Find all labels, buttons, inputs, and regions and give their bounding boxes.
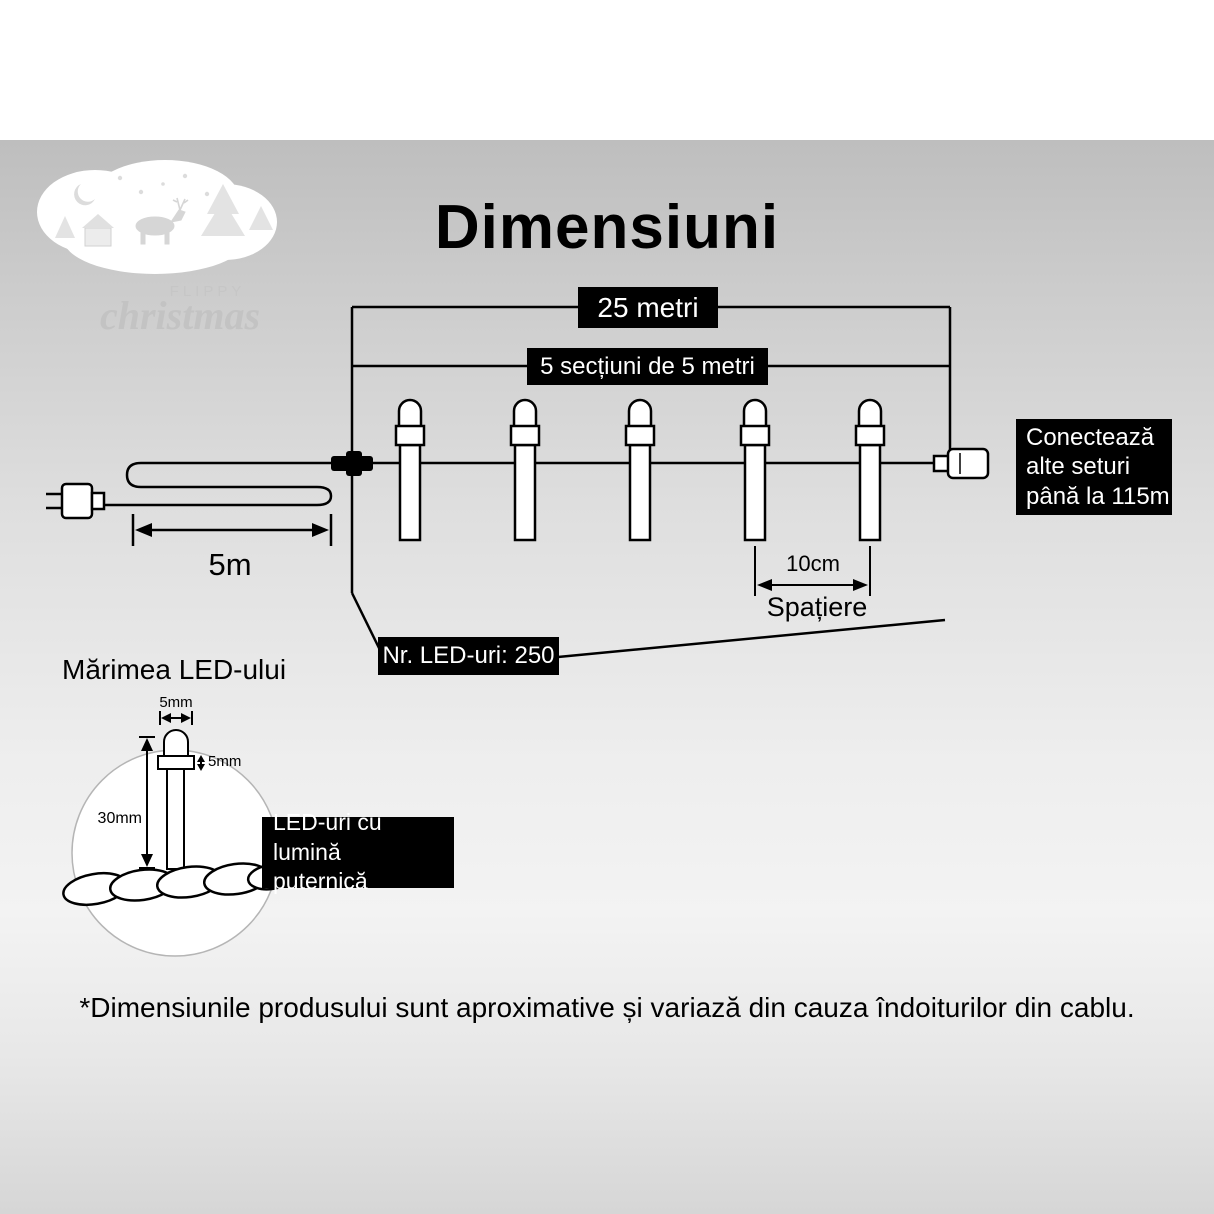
led-bulb: [739, 398, 771, 542]
connect-line-3: până la 115m: [1026, 482, 1170, 510]
led-bulb: [509, 398, 541, 542]
sections-text: 5 secțiuni de 5 metri: [540, 352, 755, 380]
lead-length-label: 5m: [208, 547, 252, 582]
dimension-arrow-5m: [131, 514, 333, 546]
bulb-cap-label: 5mm: [208, 753, 242, 770]
disclaimer-text: *Dimensiunile produsului sunt aproximati…: [79, 992, 1135, 1023]
spacing-label: Spațiere: [766, 592, 868, 622]
bulb-height-label: 30mm: [97, 810, 142, 827]
logo-script-text: christmas: [99, 293, 261, 338]
connect-line-2: alte seturi: [1026, 453, 1131, 481]
spacing-value-label: 10cm: [786, 551, 840, 576]
sections-label: 5 secțiuni de 5 metri: [527, 348, 768, 385]
flippy-christmas-logo: [37, 160, 277, 274]
connect-line-1: Conectează: [1026, 423, 1155, 451]
page-title: Dimensiuni: [434, 193, 780, 262]
led-brightness-label: LED-uri cu lumină puternică: [262, 809, 454, 894]
winter-scene-icon: [37, 160, 277, 274]
led-note-line-2: puternică: [273, 868, 368, 895]
led-count-text: Nr. LED-uri: 250: [382, 642, 555, 669]
tree-icon: [55, 184, 273, 238]
inline-connector-icon: [331, 451, 373, 476]
led-string: [394, 398, 886, 542]
led-note-line-1: LED-uri cu lumină: [273, 808, 382, 865]
logo-brand-text: FLIPPY: [169, 283, 246, 300]
power-plug-icon: [46, 482, 106, 520]
bulb-width-label: 5mm: [159, 694, 193, 711]
led-bulb: [624, 398, 656, 542]
total-length-text: 25 metri: [597, 291, 699, 323]
deer-icon: [135, 197, 189, 245]
led-count-label: Nr. LED-uri: 250: [378, 637, 559, 675]
connect-sets-label: Conectează alte seturi până la 115m: [1016, 419, 1172, 515]
total-length-label: 25 metri: [578, 287, 718, 328]
led-size-diagram: [62, 711, 296, 957]
led-size-heading: Mărimea LED-ului: [62, 654, 287, 685]
led-bulb: [854, 398, 886, 542]
end-connector-icon: [932, 447, 990, 480]
dimension-arrow-10cm: [754, 546, 871, 596]
house-icon: [82, 214, 114, 247]
led-bulb: [394, 398, 426, 542]
